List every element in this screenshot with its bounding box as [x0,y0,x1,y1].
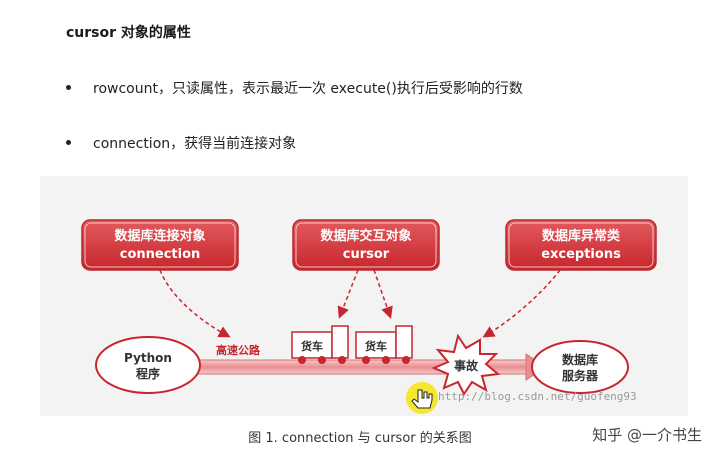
zhihu-watermark: 知乎 @一介书生 [592,426,702,444]
box-cursor-cn: 数据库交互对象 [320,228,411,244]
truck-2: 货车 [355,325,413,364]
hand-cursor-icon [406,382,438,414]
box-exceptions-en: exceptions [541,247,621,262]
bullet-dot [66,139,71,145]
database-server-node: 数据库 服务器 [531,340,629,394]
bullet-text: rowcount，只读属性，表示最近一次 execute()执行后受影响的行数 [93,81,523,97]
server-label-2: 服务器 [562,368,599,383]
box-connection-en: connection [120,247,201,262]
accident-label: 事故 [454,358,479,373]
box-exceptions: 数据库异常类 exceptions [505,219,657,271]
relationship-diagram: 数据库连接对象 connection 数据库交互对象 cursor 数据库异常类… [40,176,688,416]
python-label-2: 程序 [136,366,160,381]
truck-1-label: 货车 [300,339,323,353]
road-label: 高速公路 [216,343,261,357]
accident-burst: 事故 [431,333,501,396]
box-connection-cn: 数据库连接对象 [114,228,205,244]
box-exceptions-cn: 数据库异常类 [542,228,621,244]
dashed-arrows [159,269,561,338]
diagram-svg: 数据库连接对象 connection 数据库交互对象 cursor 数据库异常类… [81,219,657,414]
bullet-rowcount: rowcount，只读属性，表示最近一次 execute()执行后受影响的行数 [66,78,523,98]
box-cursor-en: cursor [343,247,390,262]
bullet-dot [66,84,71,90]
python-label-1: Python [124,351,172,365]
section-heading: cursor 对象的属性 [66,25,191,41]
bullet-connection: connection，获得当前连接对象 [66,133,296,153]
truck-1: 货车 [291,325,349,364]
bullet-text: connection，获得当前连接对象 [93,136,297,152]
box-connection: 数据库连接对象 connection [81,219,239,271]
figure-watermark: http://blog.csdn.net/guofeng93 [438,390,637,403]
server-label-1: 数据库 [562,352,598,367]
python-program-node: Python 程序 [95,336,201,394]
truck-2-label: 货车 [364,339,387,353]
box-cursor: 数据库交互对象 cursor [292,219,440,271]
figure-caption: 图 1. connection 与 cursor 的关系图 [248,431,472,446]
